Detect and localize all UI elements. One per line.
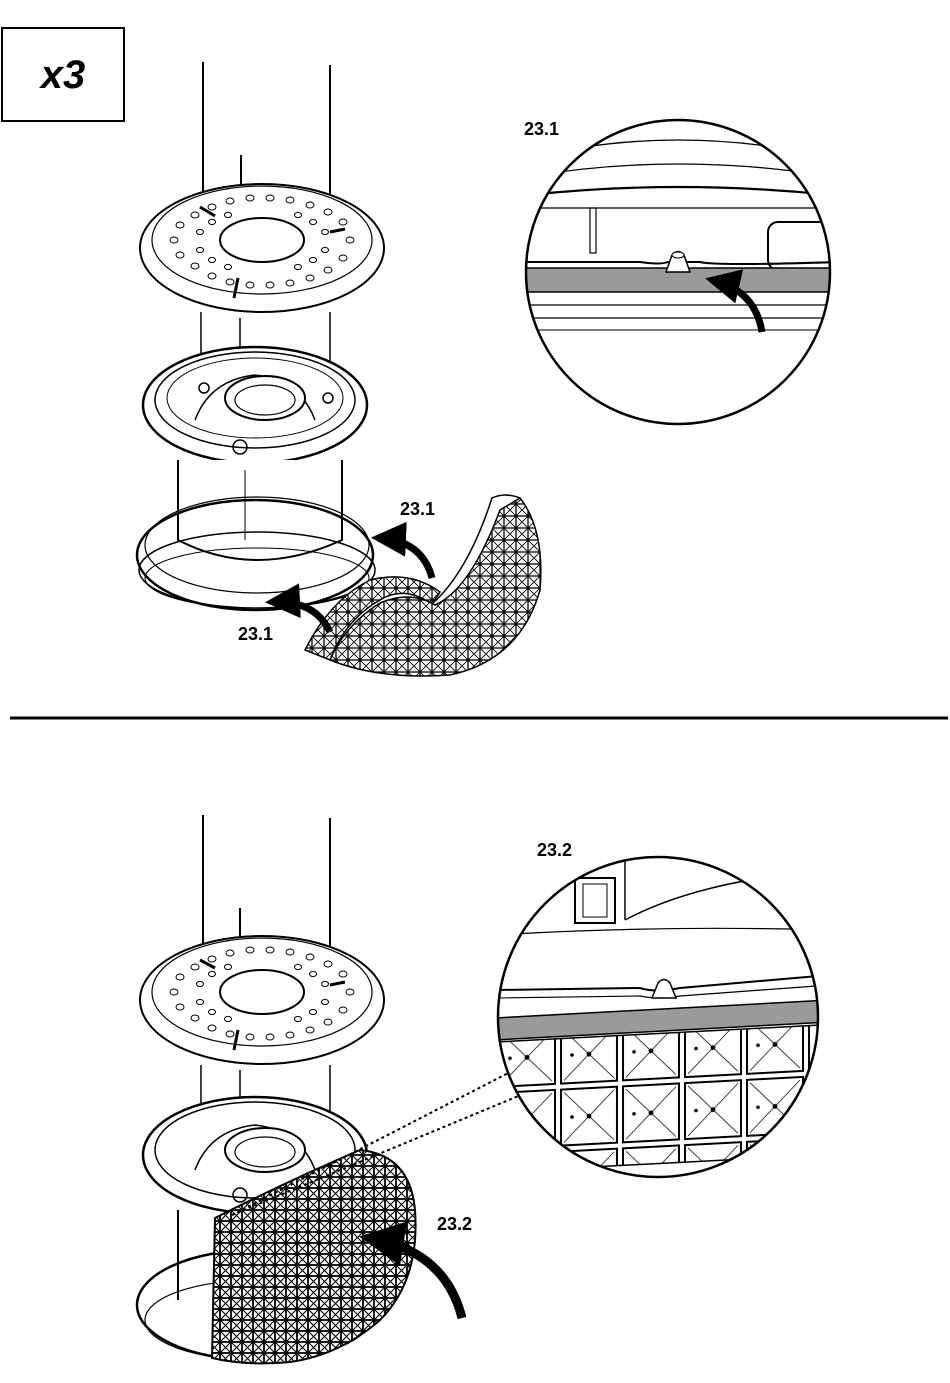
quantity-badge: x3: [2, 28, 124, 121]
drum-body: [137, 460, 375, 610]
quantity-badge-text: x3: [39, 53, 86, 97]
callout-23-1-upper: 23.1: [400, 499, 435, 519]
callout-23-2: 23.2: [437, 1214, 472, 1234]
step2-main-figure: 23.2: [137, 815, 528, 1363]
step1-detail-view: 23.1: [515, 119, 845, 424]
callout-23-1-lower: 23.1: [238, 624, 273, 644]
detail-label-23-1: 23.1: [524, 119, 559, 139]
detail-label-23-2: 23.2: [537, 840, 572, 860]
perforated-plate-2: [140, 936, 384, 1064]
perforated-plate: [140, 184, 384, 312]
middle-ring: [143, 347, 367, 463]
step1-main-figure: 23.1 23.1: [137, 62, 541, 676]
step2-detail-view: 23.2: [480, 840, 840, 1177]
